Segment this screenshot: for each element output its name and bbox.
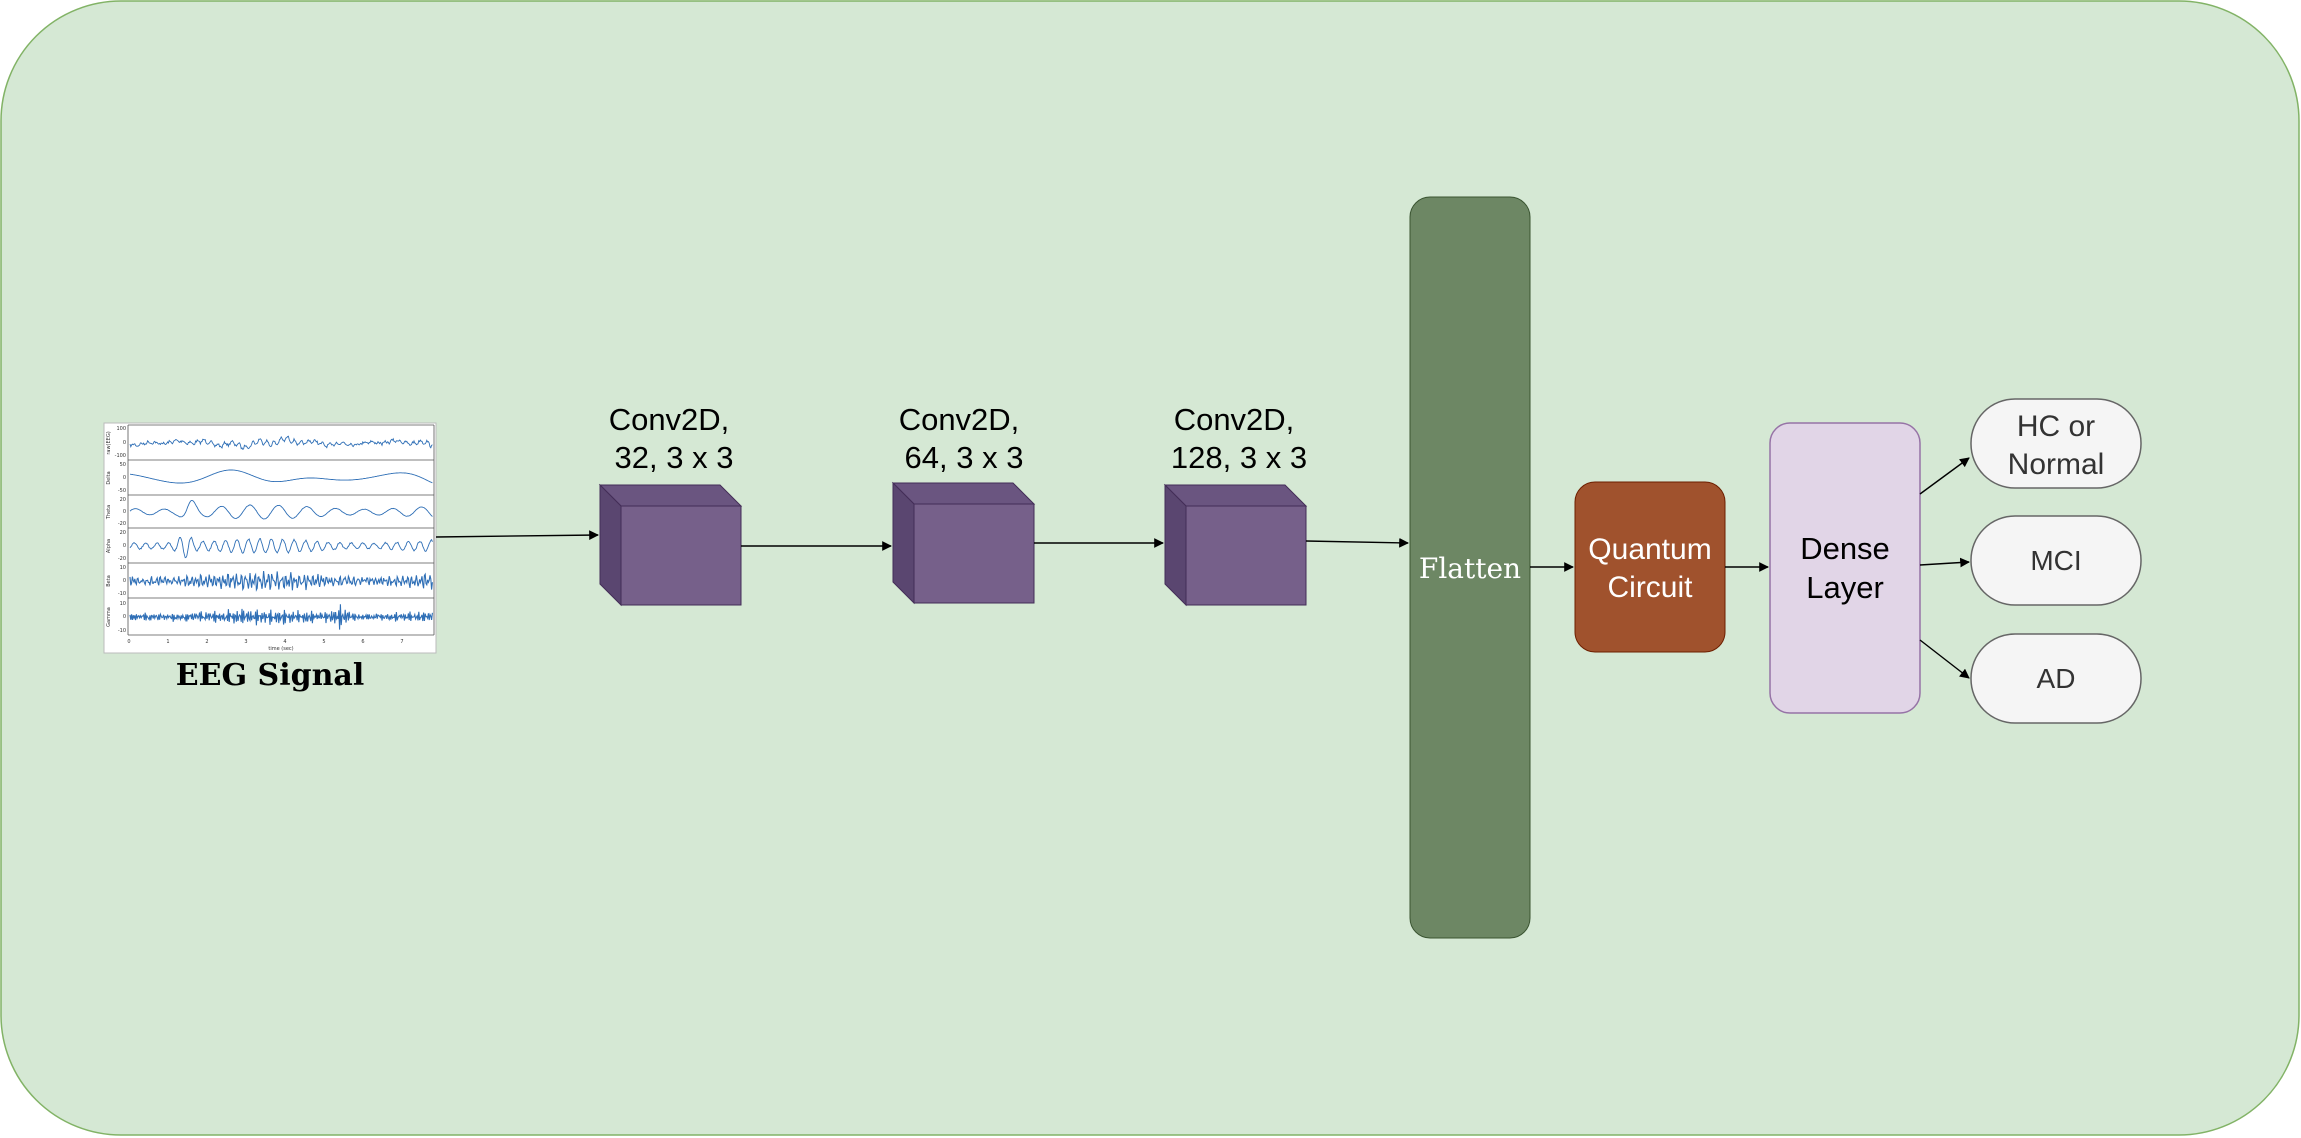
conv-block-3-cube (1163, 483, 1308, 607)
tick-raw-bottom: -100 (115, 453, 126, 459)
eeg-band-label-gamma: Gamma (106, 607, 112, 627)
conv-block-3-front (1185, 505, 1307, 606)
x-tick-3: 3 (244, 639, 247, 645)
conv-label-3: Conv2D, 128, 3 x 3 (1171, 402, 1307, 475)
eeg-trace-theta (129, 500, 433, 520)
x-tick-6: 6 (361, 639, 364, 645)
arrow-dense-to-mci (1919, 557, 1970, 568)
eeg-band-separators (127, 424, 435, 636)
x-tick-0: 0 (127, 639, 130, 645)
output-hc-normal-line1: HC or (2017, 410, 2095, 443)
output-hc-normal (1970, 398, 2142, 489)
tick-beta-mid: 0 (123, 578, 126, 584)
tick-alpha-top: 20 (120, 530, 126, 536)
conv-block-3-side (1164, 483, 1187, 607)
conv-label-1: Conv2D, 32, 3 x 3 (609, 402, 734, 475)
tick-beta-bottom: -10 (118, 591, 126, 597)
output-hc-normal-line2: Normal (2008, 448, 2105, 481)
conv-block-1-top (598, 484, 743, 507)
arrow-dense-to-hc (1919, 457, 1970, 495)
eeg-band-label-alpha: Alpha (106, 539, 112, 553)
quantum-circuit-label-line1: Quantum (1588, 533, 1711, 566)
output-mci-label: MCI (2030, 545, 2081, 576)
dense-layer-block (1769, 422, 1921, 714)
eeg-y-tick-labels: 100 0 -100 50 0 -50 20 0 -20 20 0 -20 10… (115, 426, 126, 634)
conv-label-3-line2: 128, 3 x 3 (1171, 440, 1307, 475)
eeg-caption: EEG Signal (176, 658, 364, 693)
tick-theta-bottom: -20 (118, 521, 126, 527)
eeg-band-label-raw: raw(EEG) (106, 431, 112, 454)
tick-alpha-bottom: -20 (118, 556, 126, 562)
x-tick-2: 2 (205, 639, 208, 645)
tick-beta-top: 10 (120, 565, 126, 571)
conv-block-1-side (599, 483, 622, 607)
conv-label-2: Conv2D, 64, 3 x 3 (899, 402, 1024, 475)
tick-gamma-bottom: -10 (118, 628, 126, 634)
eeg-traces (129, 435, 433, 630)
tick-delta-bottom: -50 (118, 488, 126, 494)
arrow-dense-to-ad (1919, 639, 1970, 679)
connectors (435, 457, 1970, 679)
tick-raw-top: 100 (116, 426, 126, 432)
conv-label-2-line1: Conv2D, (899, 402, 1020, 437)
flatten-label: Flatten (1419, 552, 1521, 585)
eeg-x-axis-label: time (sec) (268, 646, 293, 652)
output-ad (1970, 633, 2142, 724)
tick-raw-mid: 0 (123, 440, 126, 446)
x-tick-7: 7 (400, 639, 403, 645)
dense-layer-label-line2: Layer (1806, 570, 1884, 605)
eeg-band-label-beta: Beta (106, 575, 112, 587)
conv-label-1-line1: Conv2D, (609, 402, 730, 437)
conv-block-1-cube (598, 483, 743, 607)
conv-block-1-front (620, 505, 742, 606)
eeg-x-tick-labels: 0 1 2 3 4 5 6 7 (127, 639, 403, 645)
x-tick-5: 5 (322, 639, 325, 645)
eeg-band-label-delta: Delta (106, 471, 112, 484)
conv-label-2-line2: 64, 3 x 3 (905, 440, 1024, 475)
output-ad-label: AD (2037, 663, 2076, 694)
eeg-band-label-theta: Theta (106, 505, 112, 520)
eeg-trace-gamma (129, 604, 433, 630)
conv-block-2-front (913, 503, 1035, 604)
tick-alpha-mid: 0 (123, 543, 126, 549)
conv-block-3-top (1163, 484, 1308, 507)
arrow-conv3-to-flatten (1305, 537, 1409, 548)
x-tick-1: 1 (166, 639, 169, 645)
eeg-trace-raw (129, 435, 433, 451)
tick-gamma-mid: 0 (123, 614, 126, 620)
conv-block-2-side (892, 481, 915, 605)
quantum-circuit-block (1574, 481, 1726, 653)
x-tick-4: 4 (283, 639, 286, 645)
conv-block-2-top (891, 482, 1036, 505)
eeg-signal-image: raw(EEG) Delta Theta Alpha Beta Gamma 10… (103, 422, 437, 654)
conv-block-2-cube (891, 481, 1036, 605)
eeg-trace-beta (129, 571, 433, 592)
tick-delta-top: 50 (120, 462, 126, 468)
tick-delta-mid: 0 (123, 475, 126, 481)
tick-theta-top: 20 (120, 497, 126, 503)
eeg-trace-alpha (129, 536, 433, 559)
output-mci (1970, 515, 2142, 606)
tick-gamma-top: 10 (120, 601, 126, 607)
eeg-trace-delta (129, 469, 433, 484)
tick-theta-mid: 0 (123, 509, 126, 515)
conv-label-1-line2: 32, 3 x 3 (615, 440, 734, 475)
dense-layer-label-line1: Dense (1800, 531, 1890, 566)
arrow-eeg-to-conv1 (435, 530, 599, 541)
quantum-circuit-label-line2: Circuit (1607, 571, 1693, 604)
conv-label-3-line1: Conv2D, (1174, 402, 1295, 437)
